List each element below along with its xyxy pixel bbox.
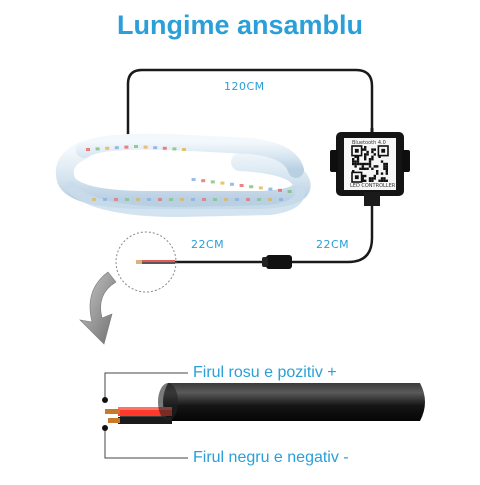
led-chip bbox=[278, 188, 282, 192]
cable-connector bbox=[266, 255, 292, 269]
strip-lead-length: 22CM bbox=[191, 238, 225, 251]
bluetooth-controller bbox=[330, 128, 410, 206]
led-chip bbox=[279, 198, 283, 201]
led-chip bbox=[268, 198, 272, 201]
red-wire-note: Firul rosu e pozitiv + bbox=[193, 364, 337, 381]
qr-code bbox=[351, 145, 389, 183]
black-wire-note: Firul negru e negativ - bbox=[193, 449, 349, 466]
led-chip bbox=[258, 186, 263, 190]
led-chip bbox=[124, 145, 129, 149]
led-chip bbox=[246, 198, 250, 201]
led-chip bbox=[114, 198, 118, 201]
led-chip bbox=[213, 198, 217, 201]
led-chip bbox=[210, 180, 215, 184]
led-chip bbox=[202, 198, 206, 201]
led-chip bbox=[182, 148, 186, 151]
led-chip bbox=[162, 146, 167, 150]
positive-dot bbox=[102, 397, 108, 403]
curved-arrow-icon bbox=[79, 271, 117, 345]
negative-dot bbox=[102, 425, 108, 431]
controller-label-top: Bluetooth 4.0 bbox=[352, 140, 386, 146]
led-chip bbox=[220, 181, 225, 185]
led-chip bbox=[169, 198, 173, 201]
led-chip bbox=[257, 198, 261, 201]
led-chip bbox=[158, 198, 162, 201]
led-chip bbox=[134, 145, 138, 148]
led-chip bbox=[235, 198, 239, 201]
zoom-circle bbox=[115, 231, 177, 293]
main-cable-length: 120CM bbox=[224, 80, 265, 93]
led-chip bbox=[230, 182, 234, 186]
led-chip bbox=[125, 198, 129, 201]
controller-lead-length: 22CM bbox=[316, 238, 350, 251]
led-chip bbox=[86, 148, 90, 151]
led-chip bbox=[105, 146, 110, 150]
led-chip bbox=[249, 185, 254, 189]
led-chip bbox=[103, 198, 107, 201]
led-chip bbox=[114, 146, 119, 150]
led-chip bbox=[191, 198, 195, 201]
led-chip bbox=[136, 198, 140, 201]
callout-lines bbox=[104, 372, 188, 459]
led-chip bbox=[239, 184, 244, 187]
controller-lead bbox=[292, 205, 374, 264]
led-chip bbox=[153, 146, 158, 150]
led-chip bbox=[172, 147, 177, 151]
led-chip bbox=[191, 178, 196, 181]
led-chip bbox=[143, 145, 148, 149]
page-title: Lungime ansamblu bbox=[116, 10, 364, 40]
led-chip bbox=[180, 198, 184, 201]
led-chip bbox=[268, 187, 273, 191]
led-chip bbox=[224, 198, 228, 201]
strip-leds bbox=[86, 145, 292, 201]
led-chip bbox=[95, 147, 100, 151]
cable-cross-section bbox=[105, 383, 425, 424]
led-chip bbox=[287, 190, 292, 193]
led-chip bbox=[201, 179, 206, 183]
main-cable bbox=[126, 68, 374, 138]
led-chip bbox=[92, 198, 96, 201]
led-chip bbox=[147, 198, 151, 201]
controller-label-bottom: LED CONTROLLER bbox=[350, 183, 396, 189]
led-strip bbox=[55, 133, 311, 218]
